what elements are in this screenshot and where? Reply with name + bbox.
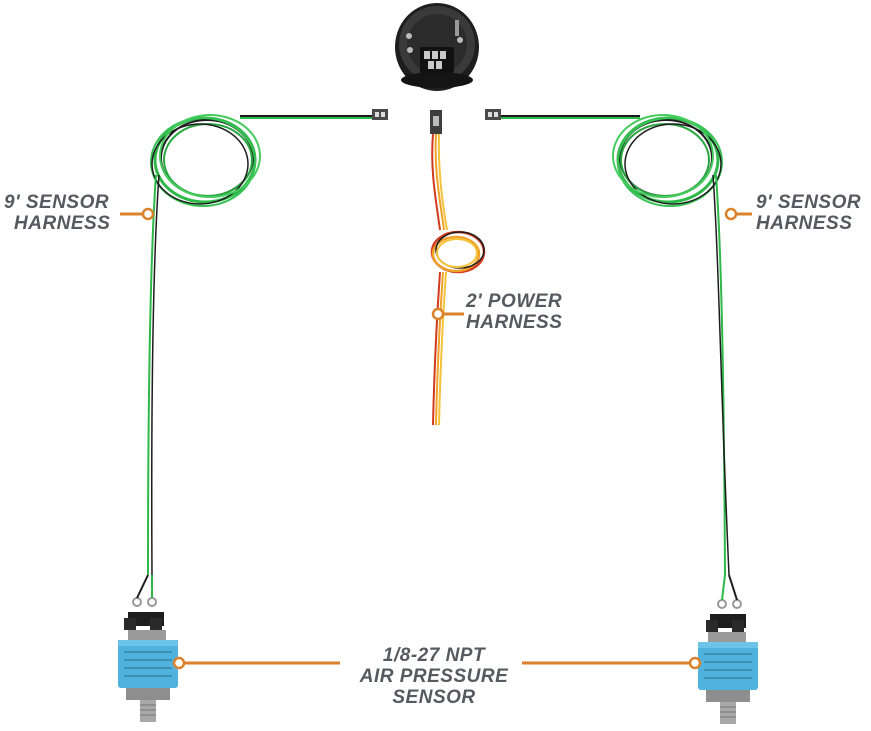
callout-marker-icon	[141, 207, 155, 221]
callout-marker-icon	[431, 307, 445, 321]
left-harness-label: 9' SENSOR HARNESS	[4, 192, 110, 234]
right-harness-label-line2: HARNESS	[756, 213, 853, 234]
left-pressure-sensor	[118, 612, 178, 722]
callout-sensor	[172, 656, 702, 670]
callout-marker-icon	[172, 656, 186, 670]
callout-left-harness	[120, 207, 155, 221]
callout-right-harness	[724, 207, 752, 221]
sensor-label-line1: 1/8-27 NPT	[382, 645, 486, 666]
power-harness-label-line2: HARNESS	[466, 312, 563, 333]
right-harness-label-line1: 9' SENSOR	[756, 192, 862, 213]
left-harness-label-line1: 9' SENSOR	[4, 192, 110, 213]
power-harness	[430, 110, 486, 426]
left-harness-label-line2: HARNESS	[14, 213, 111, 234]
right-harness-connector	[485, 109, 501, 120]
callout-marker-icon	[724, 207, 738, 221]
callout-power-harness	[431, 307, 464, 321]
gauge-body	[395, 3, 479, 91]
sensor-label: 1/8-27 NPT AIR PRESSURE SENSOR	[350, 645, 518, 708]
callout-marker-icon	[688, 656, 702, 670]
power-harness-label: 2' POWER HARNESS	[466, 291, 562, 333]
power-harness-label-line1: 2' POWER	[466, 291, 563, 312]
sensor-label-line3: SENSOR	[392, 687, 476, 708]
left-sensor-harness	[132, 109, 388, 607]
right-harness-label: 9' SENSOR HARNESS	[756, 192, 861, 234]
left-harness-connector	[372, 109, 388, 120]
right-pressure-sensor	[698, 614, 758, 724]
sensor-label-line2: AIR PRESSURE	[359, 666, 509, 687]
right-sensor-harness	[485, 109, 742, 609]
